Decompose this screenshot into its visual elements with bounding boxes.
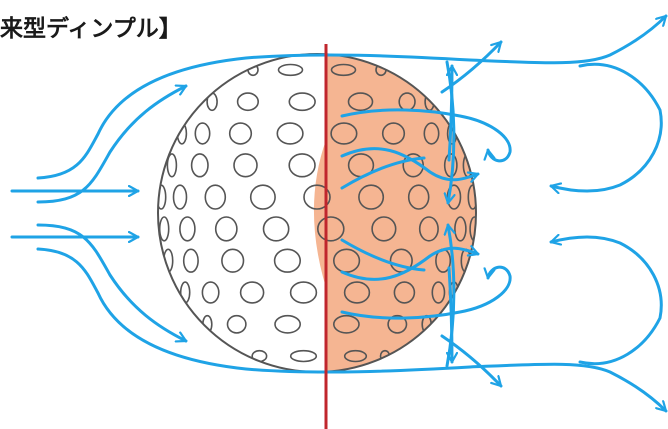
dimple	[423, 122, 440, 145]
dimple	[418, 216, 439, 242]
dimple	[228, 122, 253, 145]
upper-wake-curl-3	[340, 156, 426, 190]
dimple	[179, 216, 196, 242]
dimple	[316, 216, 345, 242]
dimple	[289, 349, 318, 363]
dimple	[407, 184, 430, 210]
upper-wake-stem	[447, 60, 454, 205]
dimple	[214, 216, 238, 242]
dimple	[358, 184, 385, 210]
dimple	[333, 248, 361, 273]
dimple	[194, 122, 211, 145]
dimple	[343, 281, 371, 304]
airflow-lines	[10, 14, 668, 413]
dimple	[343, 349, 368, 363]
dimple	[249, 184, 276, 210]
dimple	[371, 216, 397, 242]
dimple	[190, 153, 209, 178]
dimple	[201, 281, 220, 304]
dimple	[172, 184, 188, 210]
dimple	[226, 314, 247, 334]
dimple	[236, 92, 259, 112]
dimple	[276, 122, 304, 145]
dimple	[262, 216, 290, 242]
dimple	[221, 248, 245, 273]
upper-inner-flow	[36, 86, 188, 204]
dimple	[182, 248, 199, 273]
upper-wake-diagonal	[440, 40, 503, 94]
dimple	[347, 92, 374, 112]
upper-wake-curl-2	[340, 147, 480, 180]
dimple	[273, 248, 302, 273]
dimple	[274, 314, 302, 334]
dimple	[289, 281, 318, 304]
dimple	[381, 122, 406, 145]
dimple	[288, 92, 316, 112]
dimple	[330, 122, 358, 145]
dimple	[332, 314, 360, 334]
upper-return-flow	[549, 62, 663, 191]
dimple	[166, 153, 178, 178]
upper-boundary-flow	[36, 14, 668, 180]
lower-wake-stem	[447, 223, 454, 368]
dimple	[431, 281, 446, 304]
dimple	[277, 63, 304, 77]
golf-ball	[157, 53, 477, 373]
dimple	[303, 184, 331, 210]
lower-wake-curl-2	[340, 248, 480, 281]
lower-wake-curl-3	[340, 238, 426, 272]
lower-wake-diagonal	[440, 334, 503, 388]
dimple	[204, 184, 227, 210]
lower-return-flow	[549, 237, 663, 366]
dimple	[330, 63, 357, 77]
upper-wake-curl-1	[340, 108, 512, 163]
lower-inner-flow	[36, 223, 188, 341]
dimple	[239, 281, 265, 304]
lower-boundary-flow	[36, 247, 668, 413]
dimple	[393, 281, 416, 304]
lower-wake-curl-1	[340, 265, 512, 320]
dimple	[387, 314, 408, 334]
diagram-caption: 来型ディンプル】	[0, 16, 182, 42]
dimple	[288, 153, 316, 178]
dimple	[233, 153, 258, 178]
